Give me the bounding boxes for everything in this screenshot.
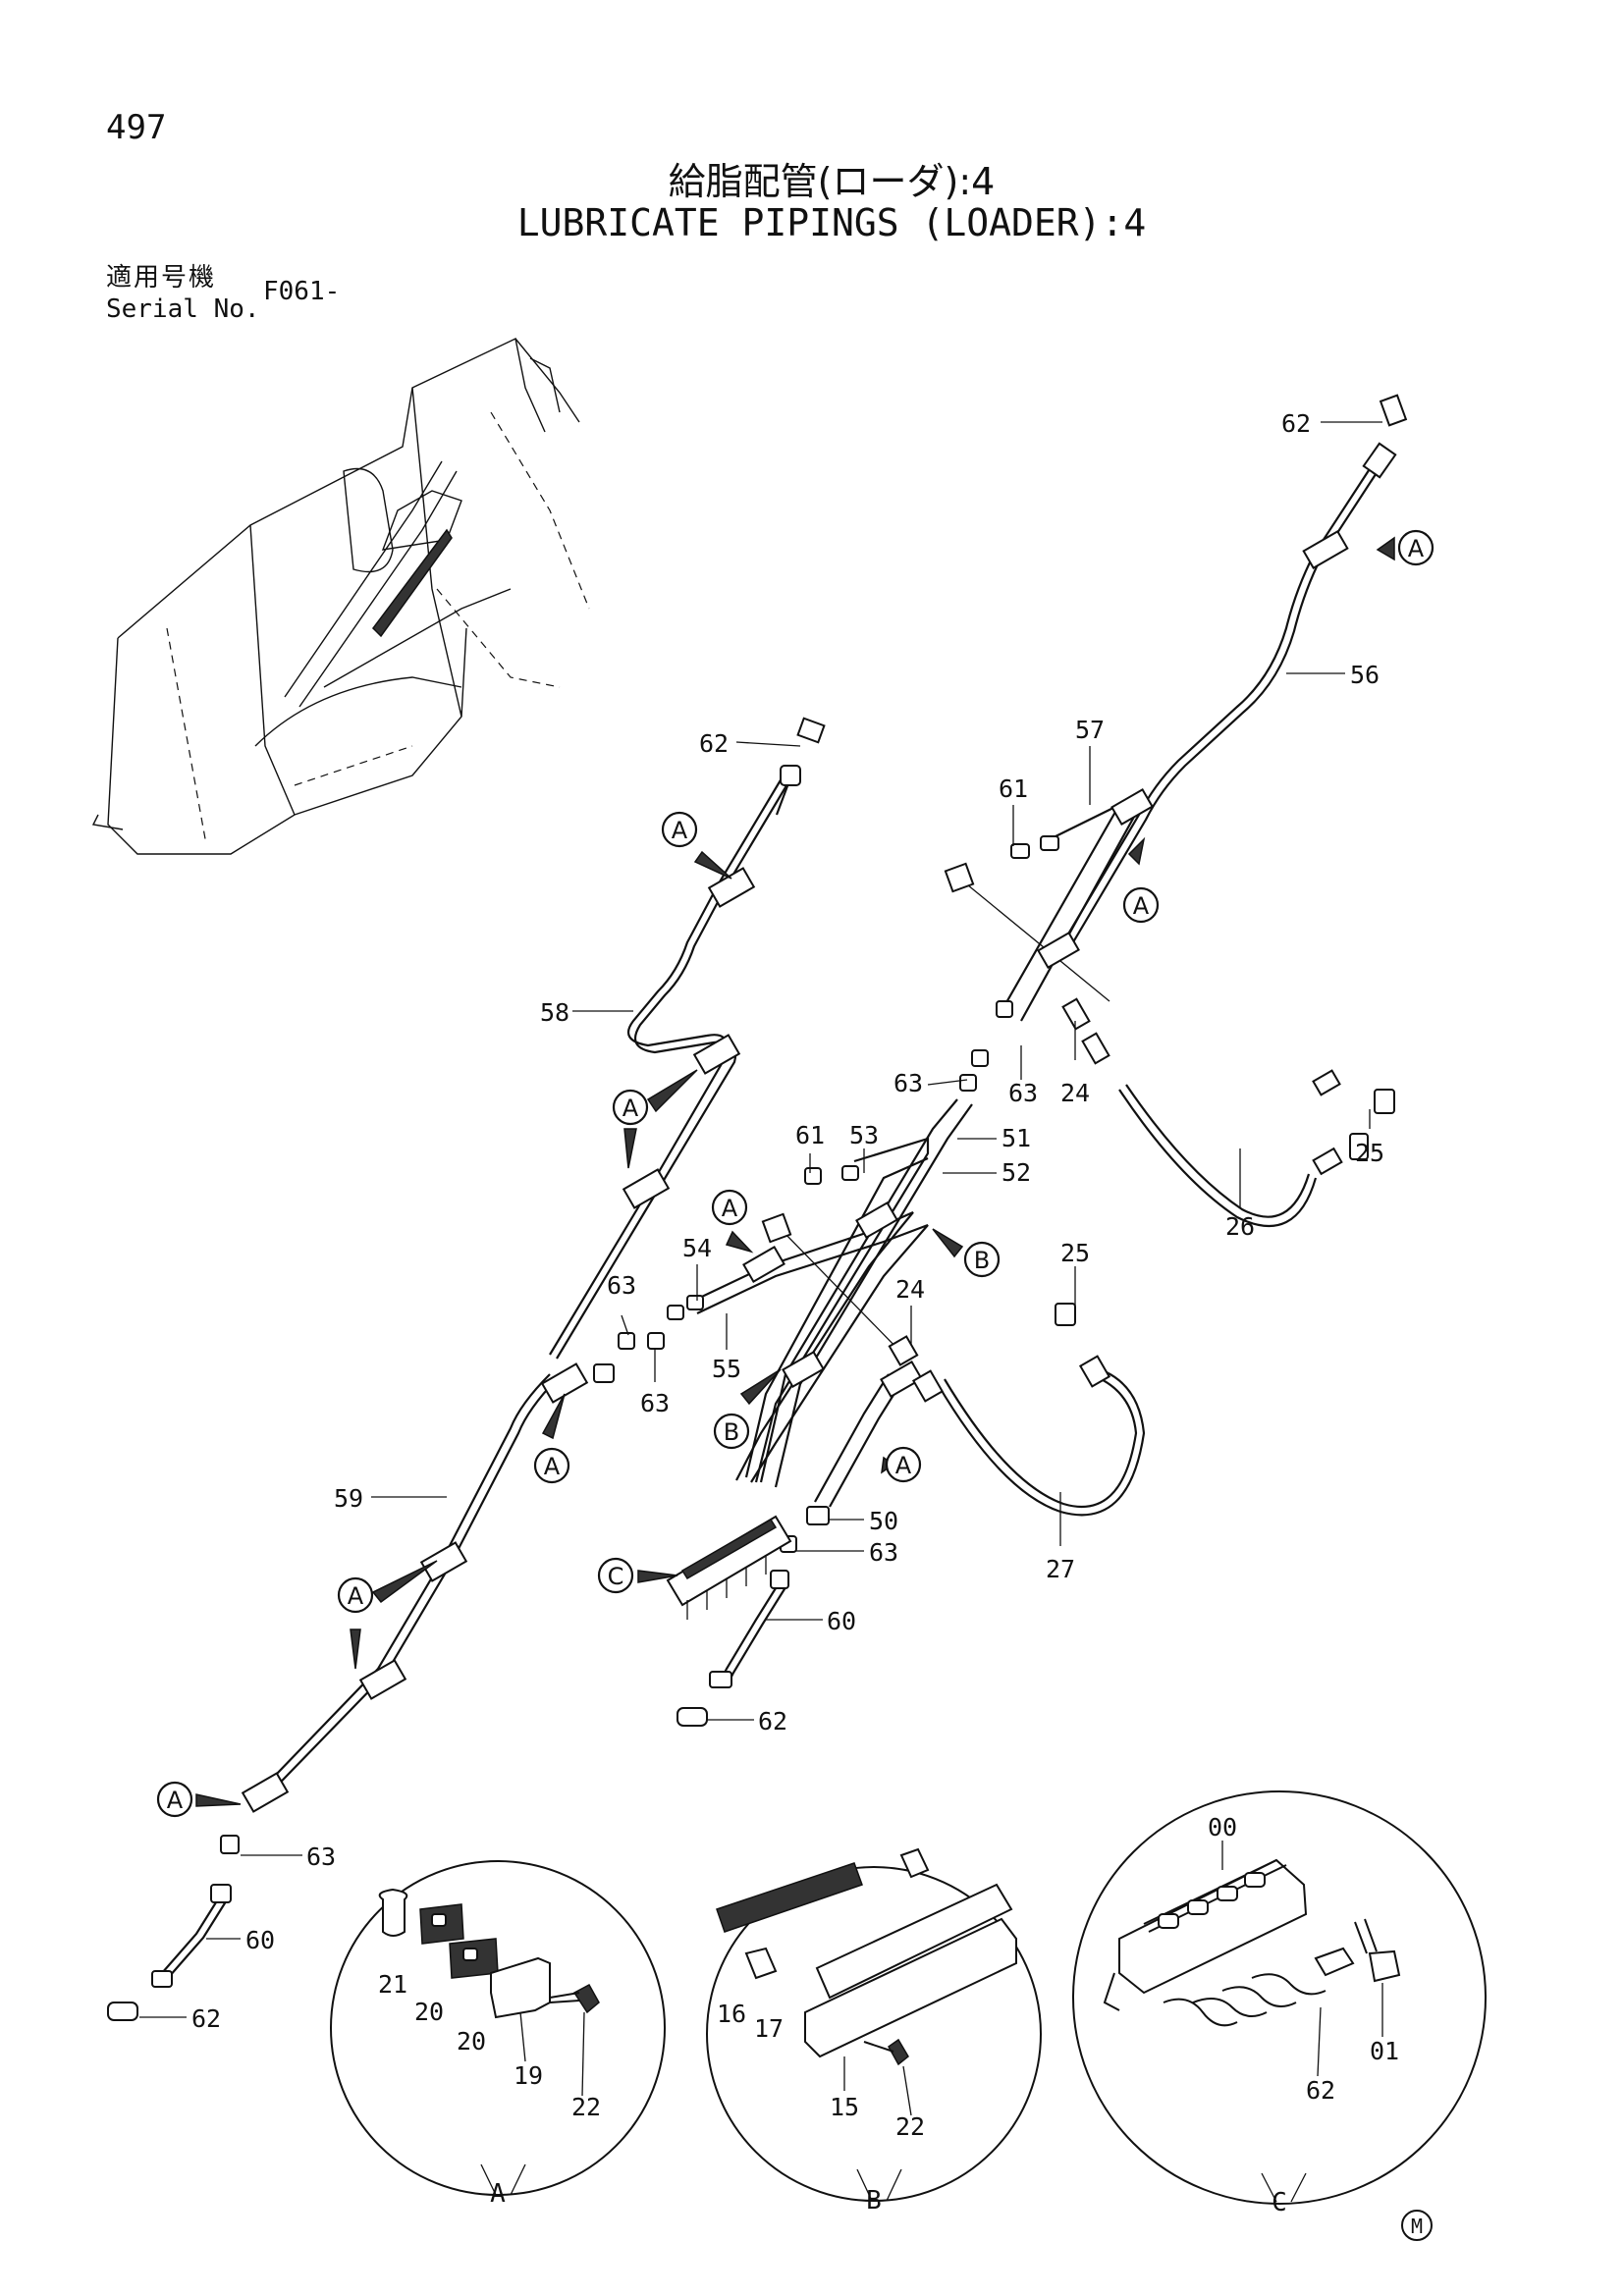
- part-label: 22: [571, 2093, 601, 2121]
- part-label: 57: [1075, 716, 1105, 744]
- callout-b-1: B: [932, 1228, 1001, 1278]
- callout-a-9: A: [156, 1781, 242, 1818]
- part-label: 62: [1281, 409, 1311, 438]
- manifold-block: [666, 1515, 792, 1620]
- part-label: 60: [827, 1607, 856, 1635]
- callout-a-4: A: [612, 1069, 698, 1169]
- part-label: 56: [1350, 661, 1380, 689]
- part-label: 62: [758, 1707, 787, 1735]
- detail-a: 21 20 20 19 22 A: [330, 1860, 666, 2209]
- svg-text:A: A: [348, 1582, 364, 1610]
- svg-text:A: A: [722, 1195, 738, 1222]
- part-label: 50: [869, 1507, 898, 1535]
- part-label: 26: [1225, 1212, 1255, 1241]
- svg-text:B: B: [724, 1418, 739, 1446]
- callout-a-5: A: [711, 1189, 754, 1254]
- part-label: 24: [1060, 1079, 1090, 1107]
- detail-c-label: C: [1272, 2188, 1287, 2217]
- part-label: 62: [1306, 2076, 1335, 2105]
- serial-label-japanese: 適用号機: [106, 263, 217, 293]
- serial-label-english: Serial No.: [106, 294, 260, 324]
- part-label: 27: [1046, 1555, 1075, 1583]
- page-number: 497: [106, 108, 167, 147]
- part-label: 01: [1370, 2037, 1399, 2065]
- part-label: 63: [607, 1271, 636, 1300]
- svg-text:A: A: [895, 1452, 912, 1479]
- part-label: 60: [245, 1926, 275, 1954]
- part-label: 21: [378, 1970, 407, 1999]
- detail-b: 16 17 15 22 B: [706, 1847, 1042, 2216]
- svg-text:A: A: [1133, 892, 1150, 920]
- part-label: 51: [1001, 1124, 1031, 1152]
- part-label: 24: [895, 1275, 925, 1304]
- callout-a-3: A: [661, 811, 732, 880]
- callout-a-7: A: [881, 1446, 922, 1483]
- svg-text:A: A: [623, 1095, 639, 1122]
- part-label: 63: [640, 1389, 670, 1417]
- title-japanese: 給脂配管(ローダ):4: [668, 160, 996, 203]
- svg-text:A: A: [544, 1453, 561, 1480]
- part-number-labels: 62 56 57 61 62 58 63 63 24 25 53 61 51 5…: [191, 409, 1384, 2033]
- part-label: 61: [999, 774, 1028, 803]
- callout-a-2: A: [1122, 836, 1160, 924]
- part-label: 15: [830, 2093, 859, 2121]
- part-label: 25: [1060, 1239, 1090, 1267]
- part-label: 53: [849, 1121, 879, 1149]
- part-label: 62: [699, 729, 729, 758]
- callout-a-1: A: [1376, 529, 1435, 566]
- detail-a-label: A: [490, 2179, 506, 2209]
- svg-text:B: B: [974, 1247, 990, 1274]
- serial-value: F061-: [263, 277, 341, 306]
- detail-b-label: B: [866, 2186, 882, 2216]
- part-label: 61: [795, 1121, 825, 1149]
- part-label: 63: [306, 1842, 336, 1871]
- callout-a-8: A: [337, 1560, 438, 1670]
- svg-text:A: A: [672, 817, 688, 844]
- title-english: LUBRICATE PIPINGS (LOADER):4: [516, 201, 1147, 244]
- part-label: 59: [334, 1484, 363, 1513]
- part-label: 63: [1008, 1079, 1038, 1107]
- part-label: 55: [712, 1355, 741, 1383]
- part-label: 19: [514, 2061, 543, 2090]
- part-label: 63: [893, 1069, 923, 1097]
- part-label: 22: [895, 2112, 925, 2141]
- part-label: 58: [540, 998, 569, 1027]
- detail-c: 00 62 01 C: [1072, 1790, 1487, 2217]
- callout-b-2: B: [713, 1368, 782, 1450]
- corner-mark: M: [1401, 2210, 1433, 2241]
- callout-c-1: C: [597, 1557, 678, 1594]
- svg-text:M: M: [1411, 2215, 1423, 2238]
- svg-text:A: A: [1408, 535, 1425, 562]
- part-label: 20: [457, 2027, 486, 2056]
- part-label: 16: [717, 2000, 746, 2028]
- part-label: 17: [754, 2014, 784, 2043]
- part-label: 20: [414, 1998, 444, 2026]
- leader-lines: [139, 421, 1382, 2018]
- part-label: 63: [869, 1538, 898, 1567]
- part-label: 00: [1208, 1813, 1237, 1842]
- svg-text:A: A: [167, 1787, 184, 1814]
- callout-a-6: A: [533, 1393, 570, 1484]
- fittings: [107, 394, 1408, 2021]
- part-label: 54: [682, 1234, 712, 1262]
- part-label: 52: [1001, 1158, 1031, 1187]
- part-label: 62: [191, 2004, 221, 2033]
- part-label: 25: [1355, 1139, 1384, 1167]
- loader-location-sketch: [91, 337, 590, 855]
- svg-text:C: C: [608, 1563, 624, 1590]
